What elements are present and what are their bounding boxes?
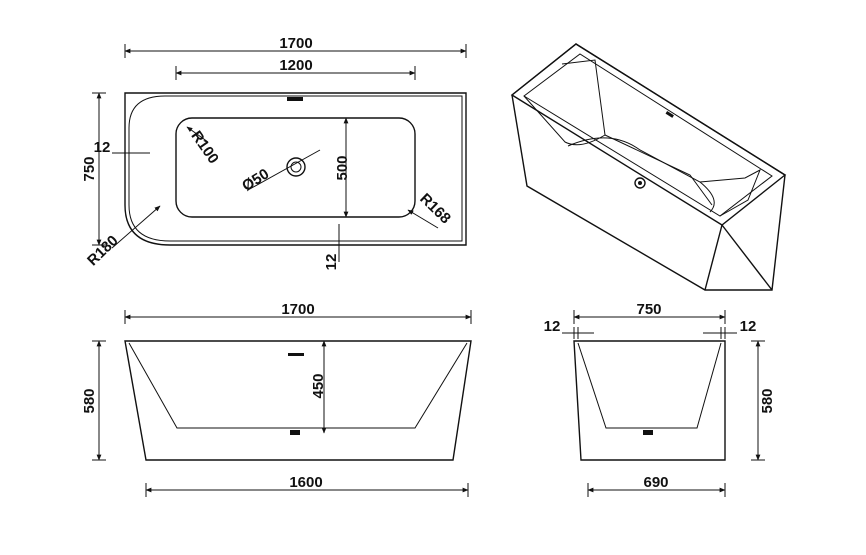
side-view-inner-basin xyxy=(577,342,722,429)
top-view-basin xyxy=(175,117,416,218)
dim-label-top-500: 500 xyxy=(334,155,351,180)
dim-label-r168: R168 xyxy=(416,190,454,227)
iso-basin-end xyxy=(699,168,761,217)
drain-inner-icon xyxy=(290,161,302,173)
front-overflow-icon xyxy=(288,353,304,356)
dim-label-top-wall-left: 12 xyxy=(94,139,111,156)
iso-drain-inner-icon xyxy=(638,181,642,185)
dim-label-top-wall-bottom: 12 xyxy=(323,254,340,271)
top-view-rim-line xyxy=(128,95,463,242)
dim-label-side-690: 690 xyxy=(643,474,668,491)
top-view: 1700 1200 750 12 500 12 R100 Ø50 R168 xyxy=(81,35,467,271)
iso-inner-rim xyxy=(523,53,773,217)
iso-basin-floor xyxy=(567,137,715,213)
dim-label-front-580: 580 xyxy=(81,388,98,413)
isometric-view xyxy=(510,43,787,291)
dim-label-top-1200: 1200 xyxy=(279,57,312,74)
iso-basin-wall-back xyxy=(561,59,606,136)
front-view-inner-basin xyxy=(128,342,468,429)
front-view-outline xyxy=(124,340,472,461)
leader-r100 xyxy=(186,126,209,143)
front-view: 1700 1600 580 450 xyxy=(81,301,472,497)
dim-label-side-wall-right: 12 xyxy=(740,318,757,335)
dim-label-front-450: 450 xyxy=(310,373,327,398)
dim-label-r180: R180 xyxy=(84,232,122,269)
side-drain-icon xyxy=(643,430,653,435)
dim-label-side-580: 580 xyxy=(759,388,776,413)
overflow-icon xyxy=(287,97,303,101)
dim-label-side-wall-left: 12 xyxy=(544,318,561,335)
iso-front-edge xyxy=(704,224,723,291)
leader-r180 xyxy=(111,205,161,249)
dim-label-front-1600: 1600 xyxy=(289,474,322,491)
leader-r168 xyxy=(407,209,439,229)
dim-label-side-750: 750 xyxy=(636,301,661,318)
dim-label-d50: Ø50 xyxy=(239,165,272,194)
iso-rim xyxy=(510,43,787,226)
iso-overflow-icon xyxy=(665,111,674,118)
front-drain-icon xyxy=(290,430,300,435)
side-view-outline xyxy=(573,340,726,461)
top-view-outer-outline xyxy=(124,92,467,246)
dim-label-top-750: 750 xyxy=(81,156,98,181)
dim-label-front-1700: 1700 xyxy=(281,301,314,318)
iso-side-edge xyxy=(721,224,773,291)
leader-d50 xyxy=(247,149,321,191)
side-view: 750 12 12 690 580 xyxy=(544,301,776,497)
drain-outer-icon xyxy=(286,157,306,177)
dim-label-r100: R100 xyxy=(187,128,221,167)
iso-basin-wall-front xyxy=(523,95,713,206)
dim-label-top-1700: 1700 xyxy=(279,35,312,52)
iso-drain-icon xyxy=(634,177,646,189)
